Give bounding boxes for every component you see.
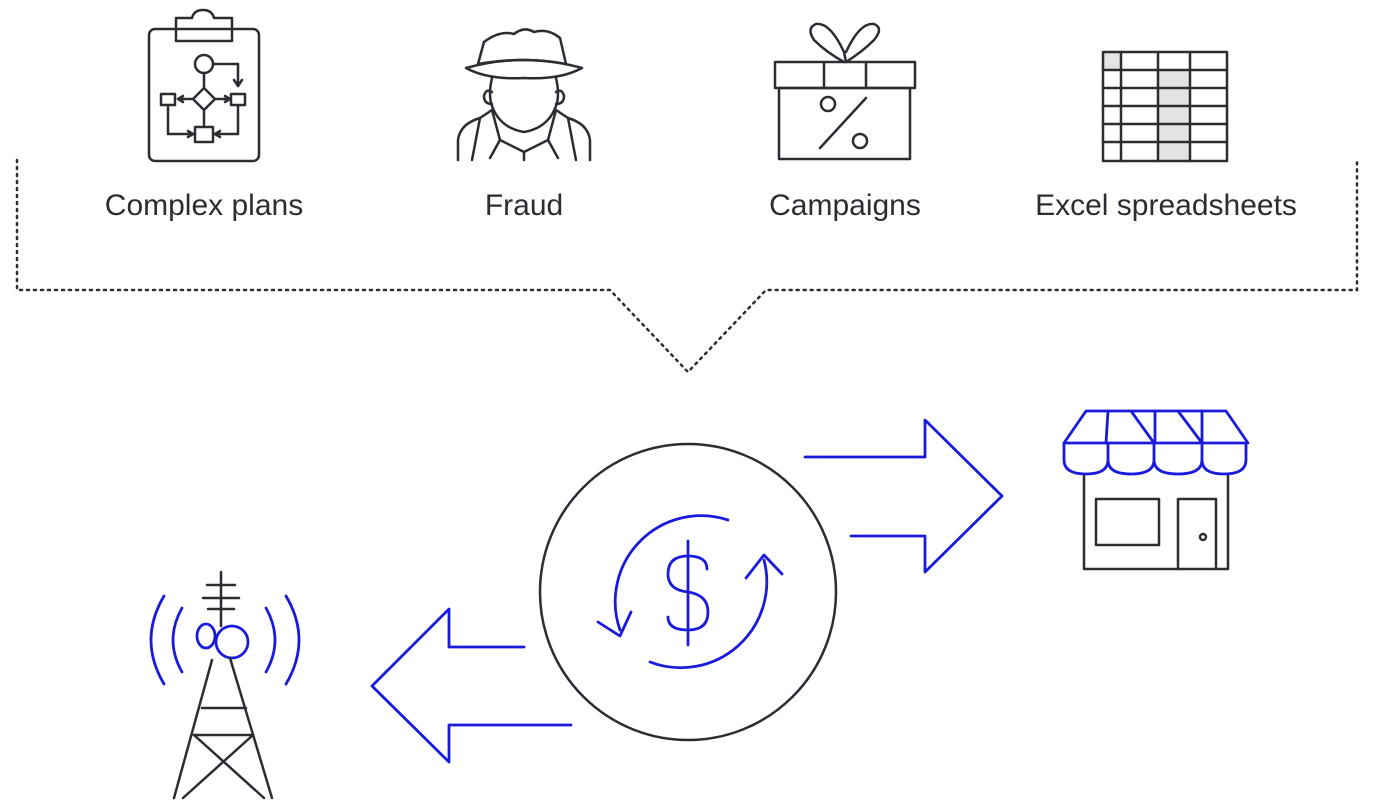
dollar-cycle-icon: [538, 442, 838, 742]
storefront-icon: [1062, 409, 1250, 571]
flowchart-clipboard-icon: [147, 8, 261, 163]
issue-label-campaigns: Campaigns: [769, 189, 921, 222]
arrow-right-icon: [803, 418, 1004, 574]
dotted-bracket: [15, 158, 1359, 374]
gift-discount-icon: [773, 22, 917, 161]
arrow-left-icon: [370, 607, 573, 764]
spreadsheet-icon: [1101, 50, 1229, 163]
cell-tower-icon: [149, 570, 301, 800]
issue-label-complex-plans: Complex plans: [104, 189, 304, 222]
issue-label-excel-spreadsheets: Excel spreadsheets: [1035, 189, 1297, 222]
detective-icon: [456, 28, 592, 162]
issue-label-fraud: Fraud: [484, 189, 564, 222]
